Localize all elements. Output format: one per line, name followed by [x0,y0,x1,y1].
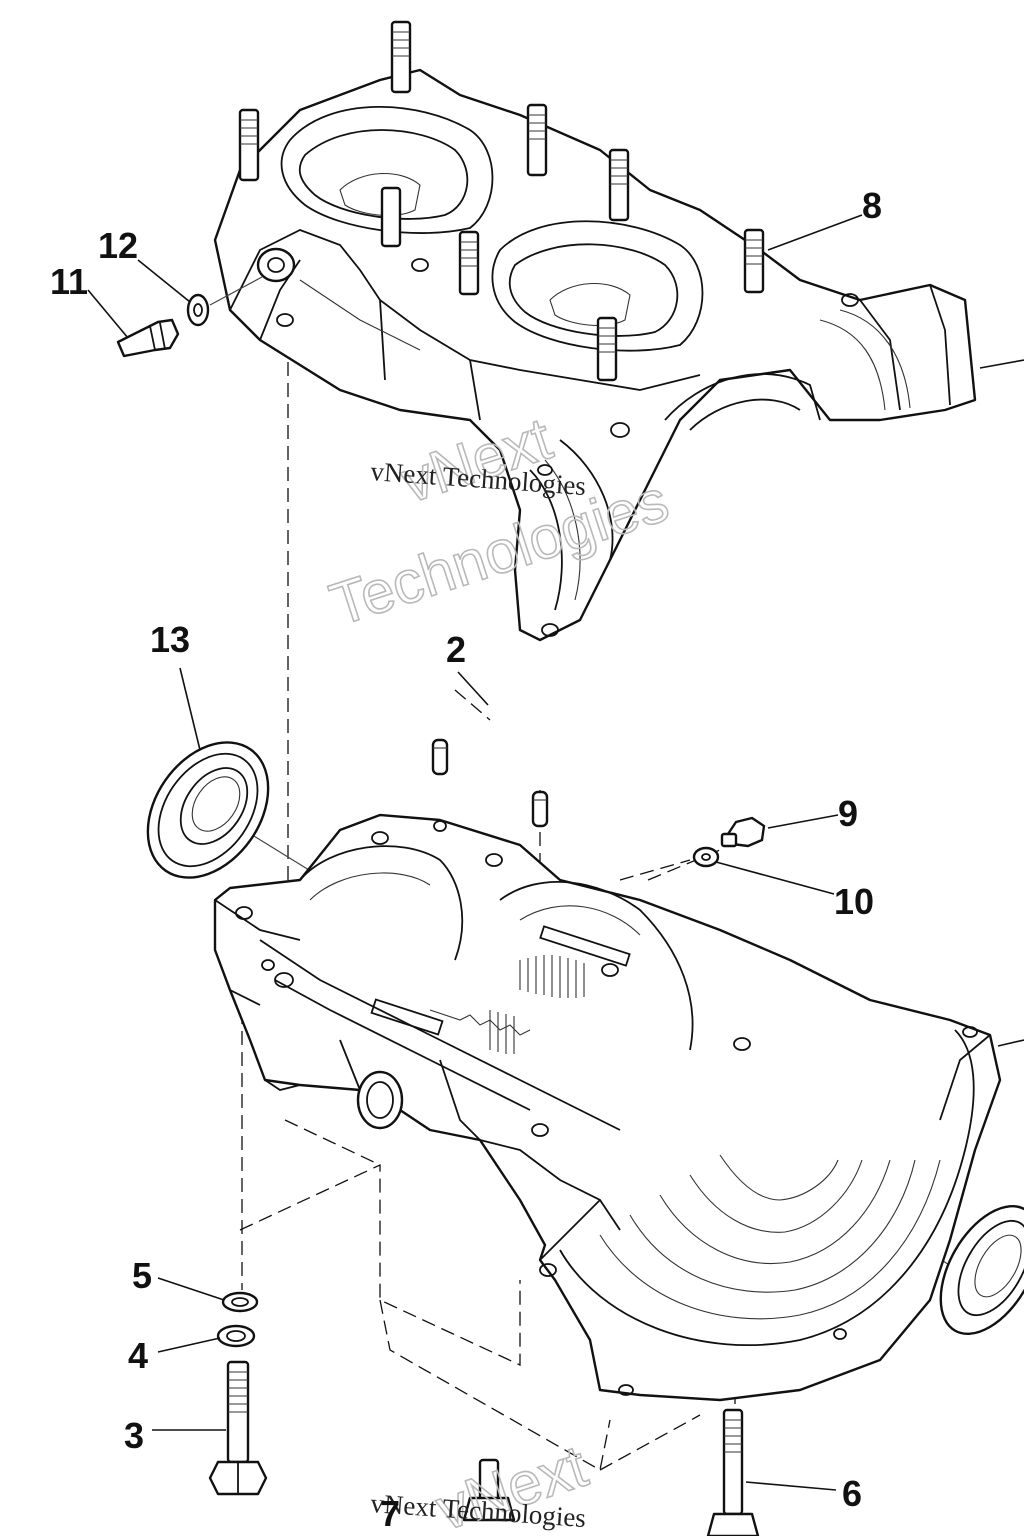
upper-crankcase [213,20,977,642]
dowel-pins-part-2 [431,738,549,828]
callout-12: 12 [98,225,138,266]
callout-3: 3 [124,1415,144,1456]
callout-11: 11 [50,261,88,302]
washer-part-4 [216,1324,256,1348]
gear-teeth [429,955,585,1054]
bolt-part-9 [720,816,766,848]
lock-washer-part-12 [186,293,210,327]
oil-seal-right [939,1204,1024,1336]
bolt-part-3 [208,1360,268,1496]
callout-7: 7 [380,1493,400,1534]
studs [238,20,765,382]
callout-13: 13 [150,619,190,660]
callout-8: 8 [862,185,882,226]
callout-6: 6 [842,1473,862,1514]
oil-seal-part-13 [146,741,270,879]
callout-5: 5 [132,1255,152,1296]
callout-4: 4 [128,1335,148,1376]
callout-10: 10 [834,881,874,922]
fitting-part-11 [116,318,180,358]
callout-9: 9 [838,793,858,834]
leader-lines [87,214,1024,1491]
bolt-part-6 [706,1408,760,1536]
callout-labels: 8 12 11 13 2 9 10 5 4 3 6 7 [50,185,882,1534]
lower-crankcase [213,813,1002,1402]
bolt-part-7 [462,1458,516,1522]
callout-2: 2 [446,629,466,670]
washer-part-5 [221,1291,259,1313]
washer-part-10 [692,846,720,868]
